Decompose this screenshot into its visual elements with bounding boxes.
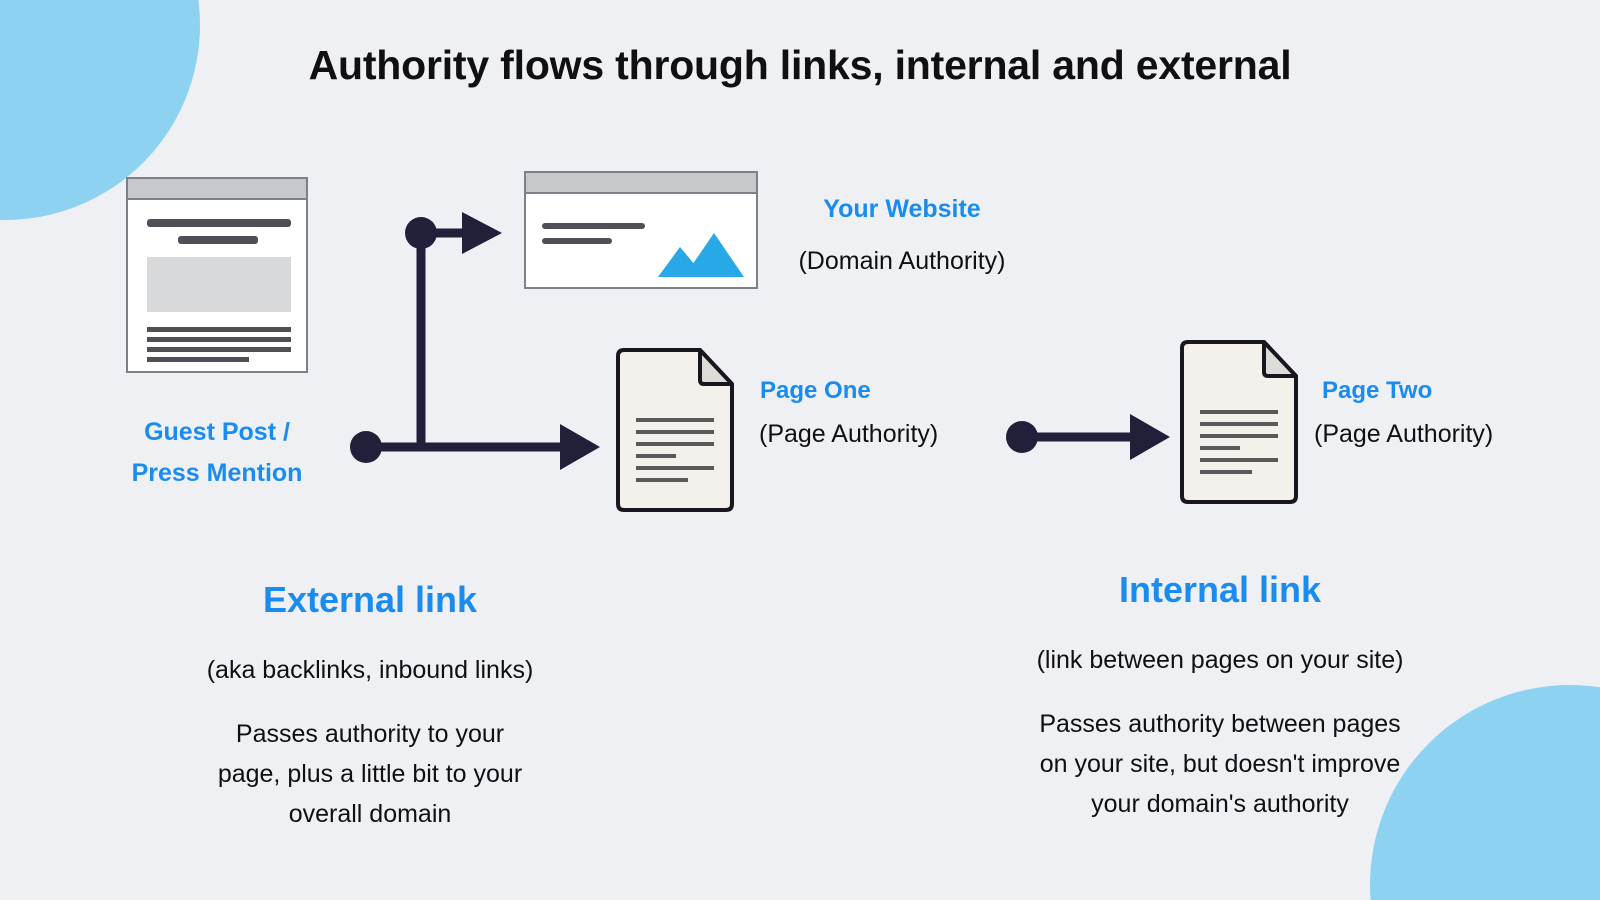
- internal-link-body-line2: on your site, but doesn't improve: [1039, 750, 1401, 778]
- internal-link-heading: Internal link: [1118, 569, 1322, 610]
- body-line: [147, 337, 291, 342]
- guest-post-label-line1: Guest Post /: [144, 418, 290, 446]
- your-website-label: Your Website: [823, 195, 981, 223]
- connector-origin-dot: [1006, 421, 1038, 453]
- headline-line: [147, 219, 291, 227]
- browser-title-bar: [526, 173, 756, 194]
- article-window-icon: [126, 177, 308, 373]
- body-line: [147, 357, 249, 362]
- domain-authority-label: (Domain Authority): [798, 247, 1006, 275]
- internal-link-body: Passes authority between pages on your s…: [955, 704, 1485, 824]
- external-link-heading: External link: [262, 579, 478, 620]
- body-line: [147, 327, 291, 332]
- internal-link-body-line1: Passes authority between pages: [1039, 710, 1401, 738]
- external-link-explanation: External link (aka backlinks, inbound li…: [100, 578, 640, 834]
- mountain-image-icon: [658, 233, 744, 277]
- connector-origin-dot: [405, 217, 437, 249]
- page-one-authority-label: (Page Authority): [759, 420, 939, 448]
- external-link-subheading: (aka backlinks, inbound links): [206, 656, 534, 684]
- page-title: Authority flows through links, internal …: [308, 42, 1292, 88]
- external-link-body-line1: Passes authority to your: [235, 720, 505, 748]
- connector-guest-post-to-website: [405, 212, 502, 450]
- guest-post-label-line2: Press Mention: [131, 459, 303, 487]
- internal-link-body-line3: your domain's authority: [1091, 790, 1349, 818]
- guest-post-label: Guest Post / Press Mention: [60, 412, 374, 494]
- window-title-bar: [128, 179, 306, 200]
- browser-text-line: [542, 223, 645, 229]
- internal-link-subheading: (link between pages on your site): [1036, 646, 1404, 674]
- page-document-icon: [616, 348, 734, 512]
- external-link-body-line2: page, plus a little bit to your: [217, 760, 523, 788]
- page-two-label: Page Two: [1322, 377, 1433, 404]
- browser-window-icon: [524, 171, 758, 289]
- external-link-body-line3: overall domain: [288, 800, 452, 828]
- internal-link-explanation: Internal link (link between pages on you…: [955, 568, 1485, 824]
- connector-page-one-to-page-two: [1006, 414, 1170, 460]
- article-image-placeholder: [147, 257, 291, 312]
- external-link-body: Passes authority to your page, plus a li…: [100, 714, 640, 834]
- page-two-authority-label: (Page Authority): [1314, 420, 1494, 448]
- browser-text-line: [542, 238, 612, 244]
- page-one-label: Page One: [760, 377, 871, 404]
- subheadline-line: [178, 236, 258, 244]
- body-line: [147, 347, 291, 352]
- connector-guest-post-to-page-one: [350, 424, 600, 470]
- page-document-icon: [1180, 340, 1298, 504]
